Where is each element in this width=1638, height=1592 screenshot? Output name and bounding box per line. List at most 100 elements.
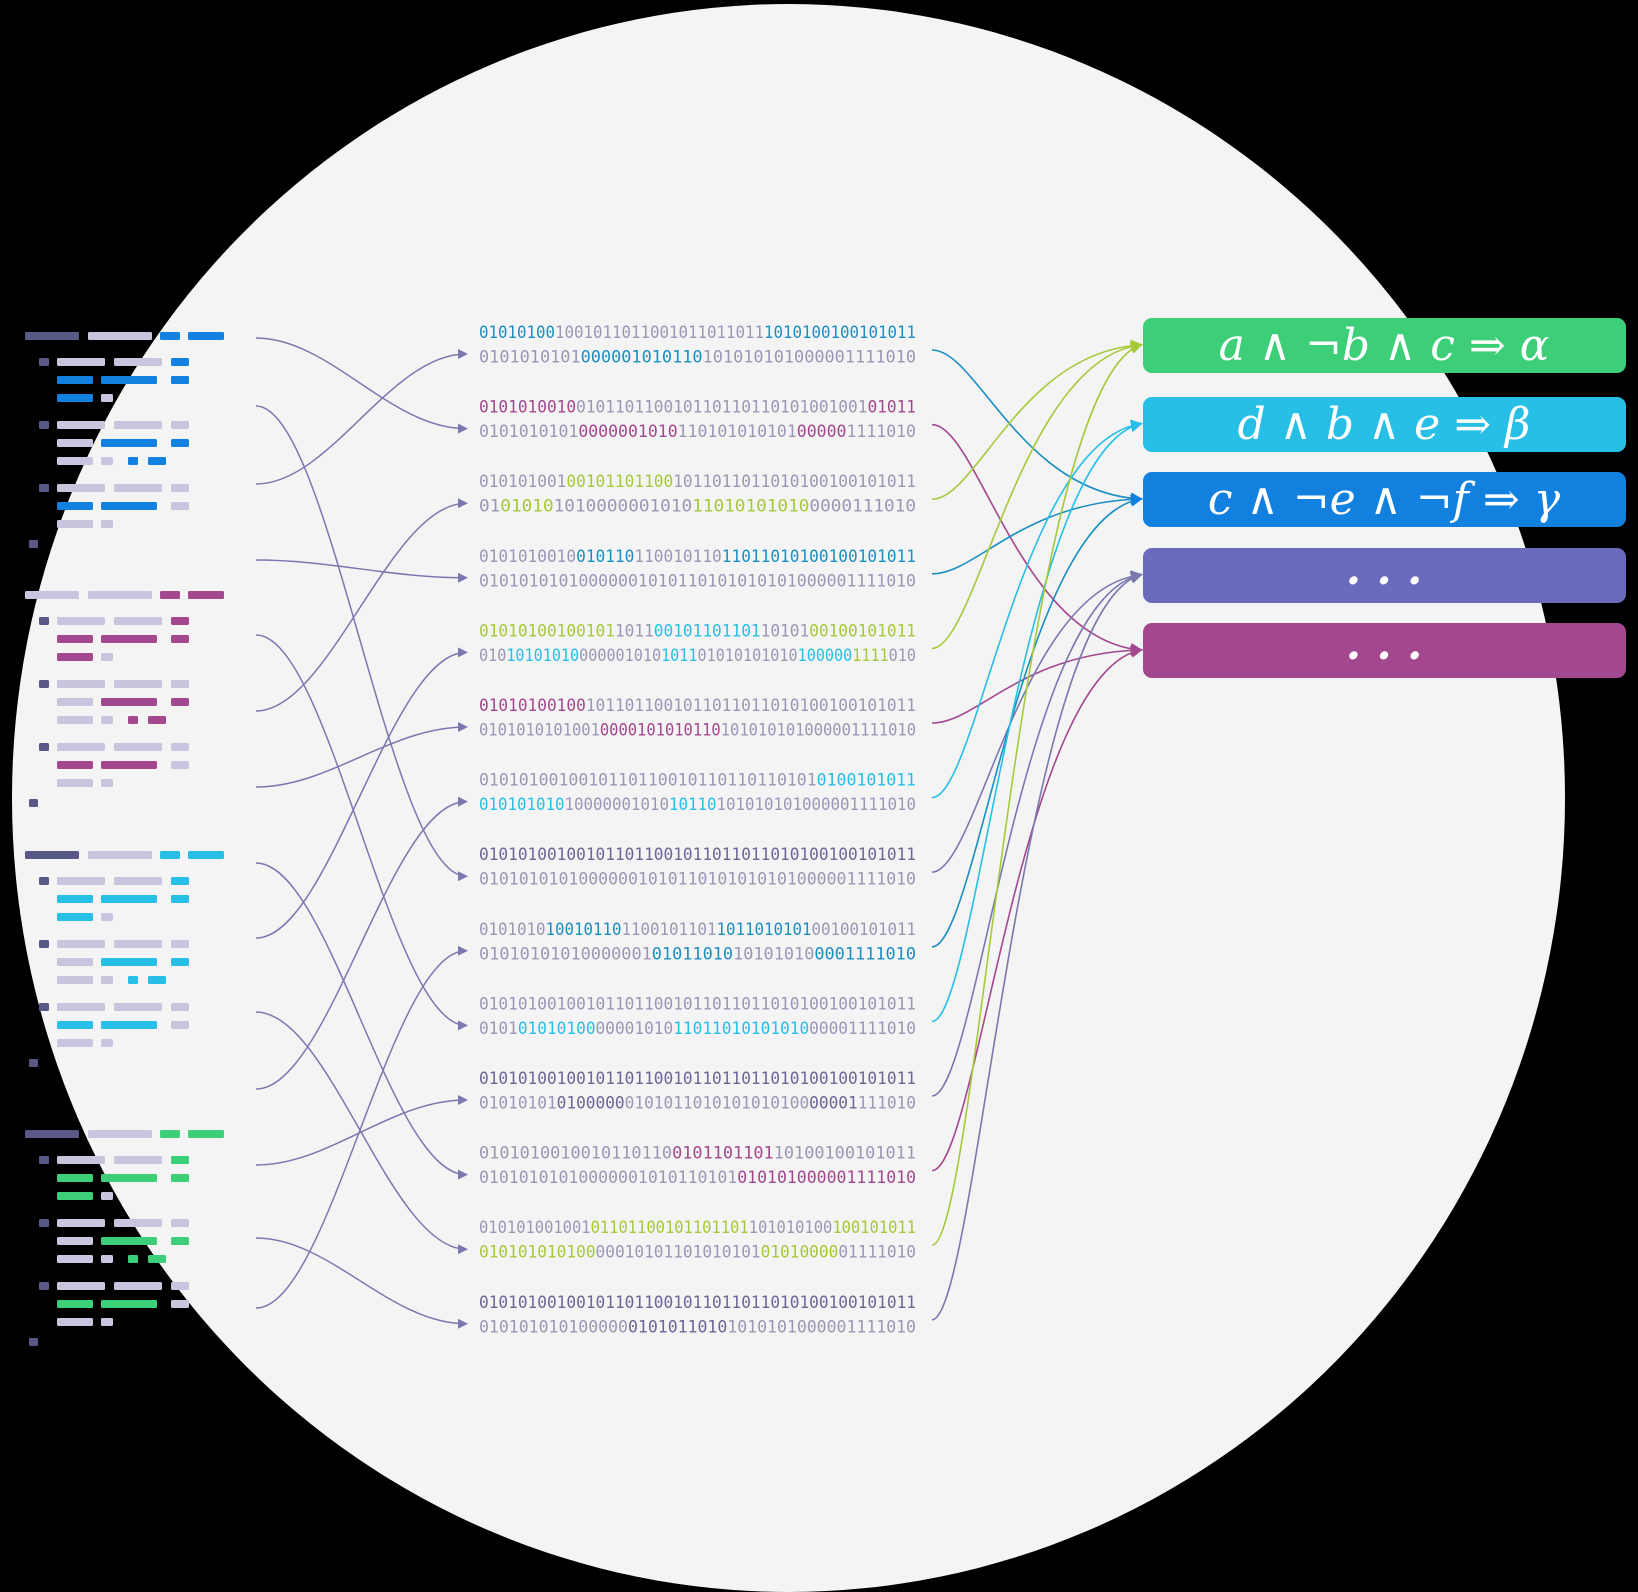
rule-connector (931, 339, 1143, 500)
code-token (57, 761, 93, 769)
source-connector (255, 337, 468, 434)
code-token (57, 1039, 93, 1047)
binary-segment: 0101010 (479, 920, 546, 940)
binary-segment: 0000111010 (809, 497, 916, 517)
binary-segment: 10101 (761, 621, 810, 641)
binary-segment: 11 (897, 1069, 916, 1089)
binary-rows: 0101010010010110110010110110111010100100… (479, 323, 916, 1337)
binary-segment: 00001010 (596, 1019, 674, 1039)
rule-box-5 (1143, 623, 1626, 678)
code-token (88, 591, 152, 599)
binary-segment: 11 (897, 472, 916, 492)
code-token (188, 851, 224, 859)
binary-segment: 1010101000001111010 (727, 1317, 916, 1337)
code-token (29, 540, 38, 548)
rule-box-label: a ∧ ¬b ∧ c ⇒ α (1219, 320, 1550, 371)
binary-segment: 11 (897, 845, 916, 865)
code-token (148, 716, 166, 724)
binary-segment: 1010100100101011 (764, 323, 916, 343)
binary-line: 0101010010010110110010110110110101001001… (479, 398, 916, 418)
binary-line: 0101010101000000101011010101010100000111… (479, 870, 916, 890)
code-token (88, 851, 152, 859)
binary-segment: 110010110 (634, 547, 721, 567)
source-connector (255, 796, 468, 1090)
code-token (25, 1130, 79, 1138)
source-connector (255, 1011, 468, 1255)
source-connector (255, 349, 468, 485)
code-token (114, 484, 162, 492)
code-token (171, 1003, 189, 1011)
code-token (39, 1156, 49, 1164)
binary-segment: 0101010101 (479, 422, 578, 442)
code-token (171, 1219, 189, 1227)
code-token (101, 502, 157, 510)
code-token (101, 439, 157, 447)
code-token (57, 1174, 93, 1182)
code-token (29, 1059, 38, 1067)
binary-segment: 0101010010010110110010110110110101001001… (479, 994, 897, 1014)
binary-line: 0101010010010110110010110110110101001001… (479, 994, 916, 1014)
code-token (171, 1237, 189, 1245)
binary-segment: 0101101101 (672, 1144, 774, 1164)
rule-box-label: . . . (1346, 544, 1423, 595)
binary-segment: 001001010 (812, 920, 897, 940)
rule-connector (931, 493, 1143, 575)
binary-segment: 0000001010 (578, 422, 677, 442)
code-token (128, 716, 138, 724)
binary-line: 0101010010010110110010110110110101001001… (479, 1069, 916, 1089)
binary-segment: 0101010101001 (479, 721, 600, 741)
code-token (57, 779, 93, 787)
code-token (114, 743, 162, 751)
binary-segment: 0101010010 (479, 398, 576, 418)
binary-segment: 01010100 (518, 1019, 596, 1039)
code-token (57, 680, 105, 688)
code-token (57, 1282, 105, 1290)
code-token (57, 394, 93, 402)
code-token (57, 913, 93, 921)
source-connector (255, 559, 468, 583)
binary-segment: 1011011001011011011010100100101011 (586, 696, 916, 716)
code-token (171, 895, 189, 903)
code-token (171, 761, 189, 769)
code-token (114, 877, 162, 885)
code-token (101, 976, 113, 984)
code-token (148, 457, 166, 465)
binary-segment: 01010101 (479, 1094, 557, 1114)
code-token (57, 877, 105, 885)
binary-line: 0101010010010110110010110110110101010010… (479, 1218, 916, 1238)
binary-segment: 01011010 (652, 944, 733, 964)
code-token (114, 1156, 162, 1164)
binary-segment: 10101010 (506, 646, 579, 666)
code-token (171, 743, 189, 751)
source-connector (255, 945, 468, 1309)
binary-segment: 01010100000111101 (737, 1168, 906, 1188)
source-connectors (255, 337, 468, 1329)
source-connector (255, 647, 468, 939)
binary-segment: 1 (906, 621, 916, 641)
binary-segment: 101010101000001111010 (703, 348, 916, 368)
code-token (25, 591, 79, 599)
binary-segment: 10 (896, 870, 916, 890)
code-token (171, 958, 189, 966)
code-token (57, 617, 105, 625)
code-token (171, 698, 189, 706)
source-connector (255, 862, 468, 1180)
code-token (171, 940, 189, 948)
binary-segment: 01 (479, 497, 500, 517)
binary-segment: 10101010 (733, 944, 814, 964)
code-token (114, 1282, 162, 1290)
binary-segment: 1011 (615, 621, 654, 641)
code-token (148, 1255, 166, 1263)
code-token (171, 502, 189, 510)
binary-line: 0101010010010110110010110110111010100100… (479, 323, 916, 343)
binary-segment: 010110110010110110110101001001 (576, 398, 867, 418)
code-token (171, 635, 189, 643)
binary-segment: 111010 (858, 1094, 916, 1114)
code-token (101, 394, 113, 402)
binary-segment: 10 (896, 571, 916, 591)
binary-segment: 10110110110101001001010 (673, 472, 896, 492)
rule-box-3 (1143, 472, 1626, 527)
code-token (39, 1219, 49, 1227)
binary-segment: 0101010010010110110010110110110101001001… (479, 1069, 897, 1089)
code-token (101, 1300, 157, 1308)
